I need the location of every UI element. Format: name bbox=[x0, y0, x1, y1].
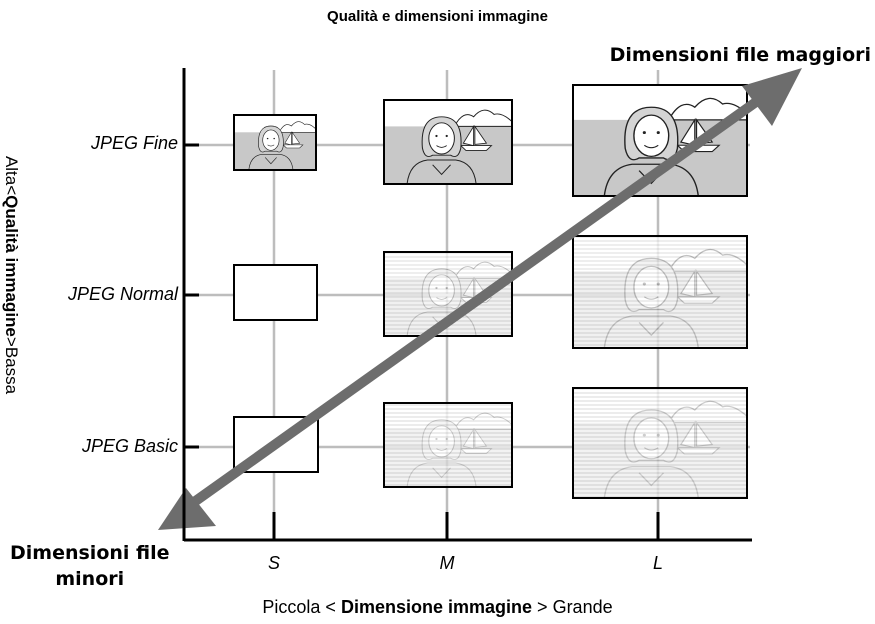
col-label-s: S bbox=[267, 553, 280, 573]
smaller-label-line1: Dimensioni file bbox=[10, 542, 170, 564]
axes bbox=[182, 68, 752, 542]
x-axis-lt: < bbox=[325, 597, 336, 617]
y-axis-title: Alta<Qualità immagine>Bassa bbox=[1, 156, 21, 394]
image-fine-l bbox=[572, 84, 748, 197]
x-axis-gt: > bbox=[537, 597, 548, 617]
y-axis-high: Alta bbox=[2, 155, 21, 186]
larger-file-size-label: Dimensioni file maggiori bbox=[609, 44, 871, 66]
x-axis-large: Grande bbox=[552, 597, 613, 617]
x-axis-title: Piccola < Dimensione immagine > Grande bbox=[0, 597, 875, 618]
diagram-title: Qualità e dimensioni immagine bbox=[327, 8, 548, 25]
row-label-basic: JPEG Basic bbox=[81, 436, 178, 456]
image-normal-s bbox=[233, 264, 318, 321]
y-axis-lt: < bbox=[2, 185, 21, 196]
y-axis-gt: > bbox=[2, 336, 21, 347]
row-label-normal: JPEG Normal bbox=[67, 284, 178, 304]
y-axis-main: Qualità immagine bbox=[2, 195, 21, 337]
image-fine-s bbox=[233, 114, 317, 171]
arrow-head-up bbox=[742, 68, 802, 126]
y-axis-low: Bassa bbox=[2, 346, 21, 395]
x-axis-small: Piccola bbox=[262, 597, 321, 617]
file-size-arrow bbox=[158, 68, 802, 530]
row-label-fine: JPEG Fine bbox=[90, 133, 178, 153]
arrow-head-down bbox=[158, 488, 216, 530]
smaller-file-size-label: Dimensioni file minori bbox=[10, 540, 170, 592]
col-label-l: L bbox=[652, 553, 663, 573]
x-axis-main: Dimensione immagine bbox=[340, 597, 533, 617]
image-fine-m bbox=[383, 99, 513, 185]
smaller-label-line2: minori bbox=[55, 568, 125, 590]
col-label-m: M bbox=[439, 553, 455, 573]
